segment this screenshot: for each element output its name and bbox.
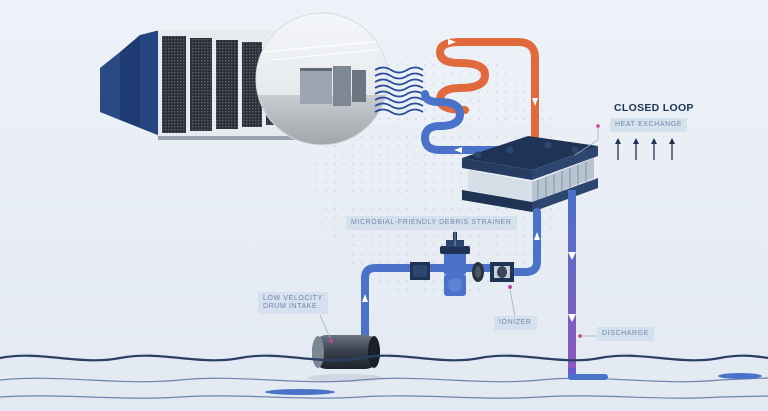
strainer-label: MICROBIAL-FRIENDLY DEBRIS STRAINER xyxy=(346,216,517,231)
intake-label: LOW VELOCITY DRUM INTAKE xyxy=(258,292,328,315)
intake-pipe xyxy=(361,264,499,339)
supply-riser-pipe xyxy=(501,208,541,276)
label-dot-markers xyxy=(578,124,600,338)
pump-icon xyxy=(410,262,430,280)
intake-label-line1: LOW VELOCITY xyxy=(263,295,323,302)
intake-label-line2: DRUM INTAKE xyxy=(263,303,318,311)
heat-exchange-label: HEAT EXCHANGE xyxy=(610,118,688,133)
airflow-waves xyxy=(374,66,424,116)
ionizer-icon xyxy=(472,262,514,289)
flow-arrow-icon xyxy=(362,294,368,302)
discharge-outlet xyxy=(265,368,762,395)
heat-rise-arrows xyxy=(615,138,675,160)
diagram-title: CLOSED LOOP xyxy=(614,102,694,114)
cold-supply-pipe xyxy=(421,90,509,154)
discharge-pipe xyxy=(568,190,576,370)
water-surface xyxy=(0,354,768,362)
leader-lines xyxy=(319,128,599,339)
discharge-label: DISCHARGE xyxy=(597,327,655,342)
hot-return-pipe xyxy=(436,38,539,144)
ionizer-label: IONIZER xyxy=(494,316,537,331)
flow-arrow-icon xyxy=(448,39,538,153)
heat-exchanger-icon xyxy=(462,136,598,212)
flow-arrow-icon xyxy=(534,232,540,240)
